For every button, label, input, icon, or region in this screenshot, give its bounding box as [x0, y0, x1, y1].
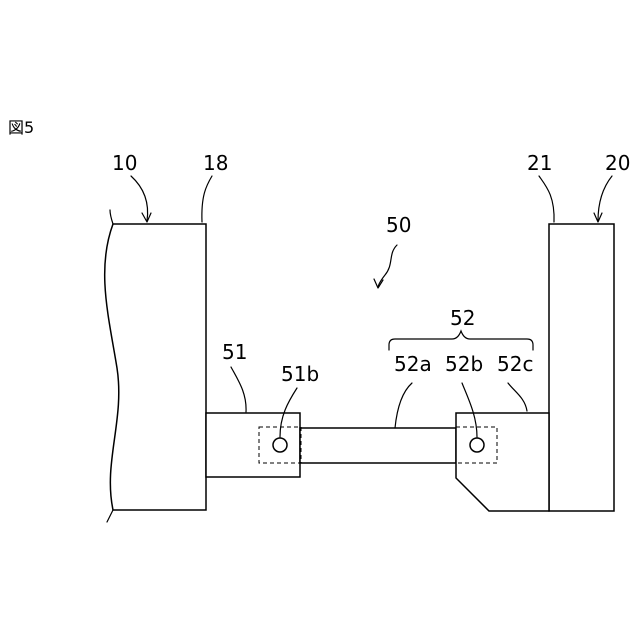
bracket-52c [456, 413, 549, 511]
rod-52a [300, 428, 456, 463]
leader-20 [598, 176, 612, 221]
leader-10 [131, 176, 148, 221]
label-20: 20 [605, 151, 630, 175]
label-10: 10 [112, 151, 137, 175]
pin-51b [273, 438, 287, 452]
label-52a: 52a [394, 352, 432, 376]
leader-51 [231, 367, 246, 412]
leader-21 [539, 176, 554, 222]
label-52c: 52c [497, 352, 533, 376]
leader-52a [395, 383, 412, 428]
leader-52c [508, 383, 527, 411]
figure-caption: 図5 [8, 118, 34, 137]
brace-52 [389, 331, 533, 350]
label-21: 21 [527, 151, 552, 175]
leader-50 [378, 245, 397, 287]
pin-52b [470, 438, 484, 452]
label-52: 52 [450, 306, 475, 330]
arrowhead-10 [142, 213, 151, 222]
wavy-break-line-bottom [107, 510, 113, 522]
left-body-10 [105, 224, 206, 510]
wavy-break-line-top [110, 210, 113, 224]
label-18: 18 [203, 151, 228, 175]
label-50: 50 [386, 213, 411, 237]
label-51b: 51b [281, 362, 319, 386]
leader-18 [202, 176, 212, 222]
label-51: 51 [222, 340, 247, 364]
label-52b: 52b [445, 352, 483, 376]
right-body-20 [549, 224, 614, 511]
